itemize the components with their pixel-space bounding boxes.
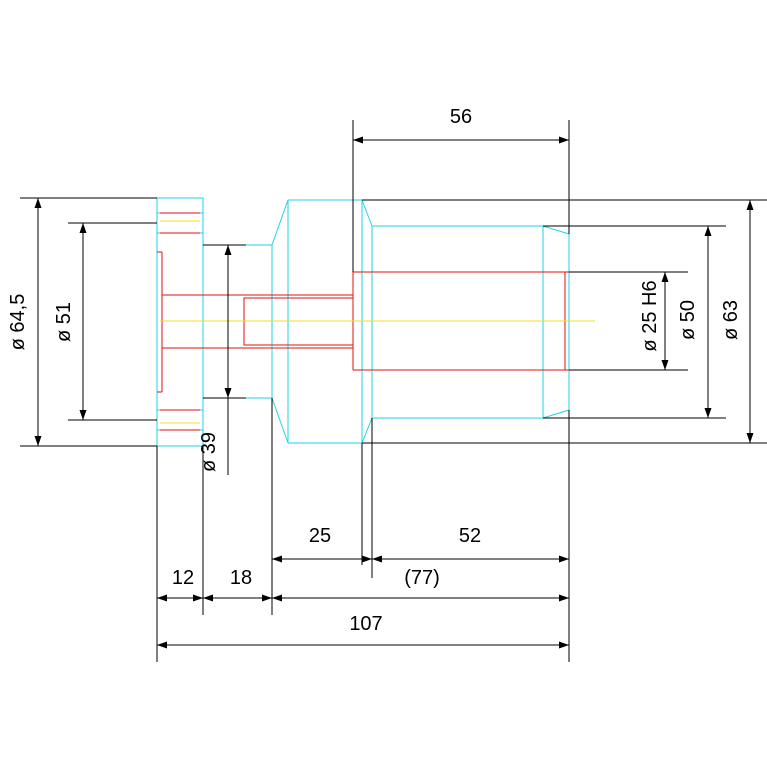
label-107: 107 [349, 613, 382, 635]
label-52: 52 [459, 525, 481, 547]
label-dia-50: ø 50 [677, 300, 699, 340]
label-77-ref: (77) [404, 567, 440, 589]
label-dia-51: ø 51 [53, 302, 75, 342]
extension-lines [20, 120, 767, 662]
dimension-lines [34, 136, 754, 649]
label-12: 12 [172, 567, 194, 589]
label-dia-25-h6: ø 25 H6 [639, 280, 661, 351]
label-18: 18 [230, 567, 252, 589]
label-dia-64-5: ø 64,5 [7, 294, 29, 351]
label-dia-39: ø 39 [198, 432, 220, 472]
dimension-labels: 56 25 52 (77) 12 18 107 ø 64,5 ø 51 ø 39… [7, 106, 742, 635]
label-56: 56 [450, 106, 472, 128]
part-outline [156, 197, 570, 447]
label-dia-63: ø 63 [720, 300, 742, 340]
label-25: 25 [309, 525, 331, 547]
